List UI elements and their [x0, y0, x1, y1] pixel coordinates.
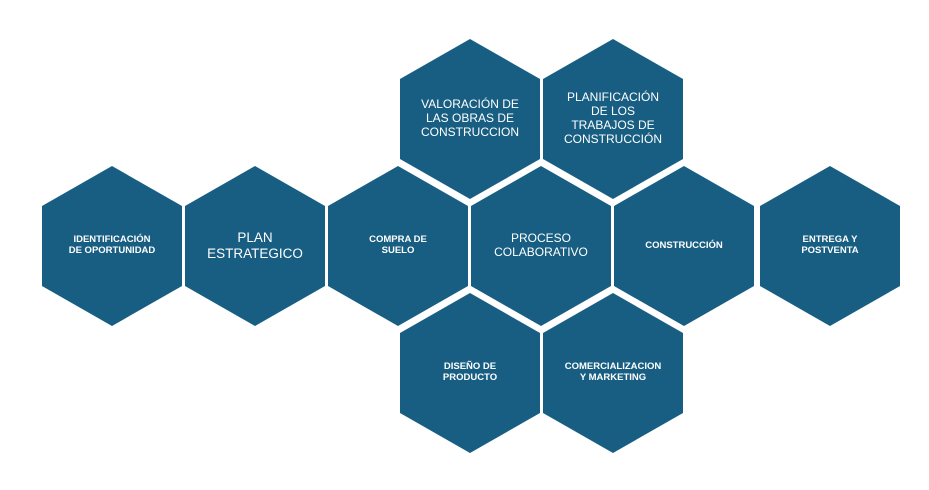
- hex-label-comercializacion: COMERCIALIZACION Y MARKETING: [564, 361, 662, 383]
- hex-compra-suelo: COMPRA DE SUELO: [328, 166, 468, 326]
- hex-valoracion: VALORACIÓN DE LAS OBRAS DE CONSTRUCCION: [400, 39, 540, 199]
- hex-label-proceso-colaborativo: PROCESO COLABORATIVO: [494, 231, 588, 259]
- hex-construccion: CONSTRUCCIÓN: [614, 166, 754, 326]
- hex-entrega-postventa: ENTREGA Y POSTVENTA: [760, 166, 900, 326]
- hex-identificacion: IDENTIFICACIÓN DE OPORTUNIDAD: [42, 166, 182, 326]
- hex-label-compra-suelo: COMPRA DE SUELO: [369, 234, 427, 256]
- hex-label-identificacion: IDENTIFICACIÓN DE OPORTUNIDAD: [68, 234, 156, 256]
- hex-label-entrega-postventa: ENTREGA Y POSTVENTA: [801, 234, 859, 256]
- hex-plan-estrategico: PLAN ESTRATEGICO: [185, 166, 325, 326]
- hex-planificacion: PLANIFICACIÓN DE LOS TRABAJOS DE CONSTRU…: [543, 39, 683, 199]
- hex-proceso-colaborativo: PROCESO COLABORATIVO: [471, 166, 611, 326]
- hex-comercializacion: COMERCIALIZACION Y MARKETING: [543, 293, 683, 453]
- hex-diseno-producto: DISEÑO DE PRODUCTO: [400, 293, 540, 453]
- hex-label-construccion: CONSTRUCCIÓN: [645, 239, 723, 251]
- hex-label-valoracion: VALORACIÓN DE LAS OBRAS DE CONSTRUCCION: [421, 97, 519, 139]
- hex-label-plan-estrategico: PLAN ESTRATEGICO: [207, 230, 303, 261]
- hex-label-planificacion: PLANIFICACIÓN DE LOS TRABAJOS DE CONSTRU…: [564, 90, 662, 146]
- hex-label-diseno-producto: DISEÑO DE PRODUCTO: [442, 361, 498, 383]
